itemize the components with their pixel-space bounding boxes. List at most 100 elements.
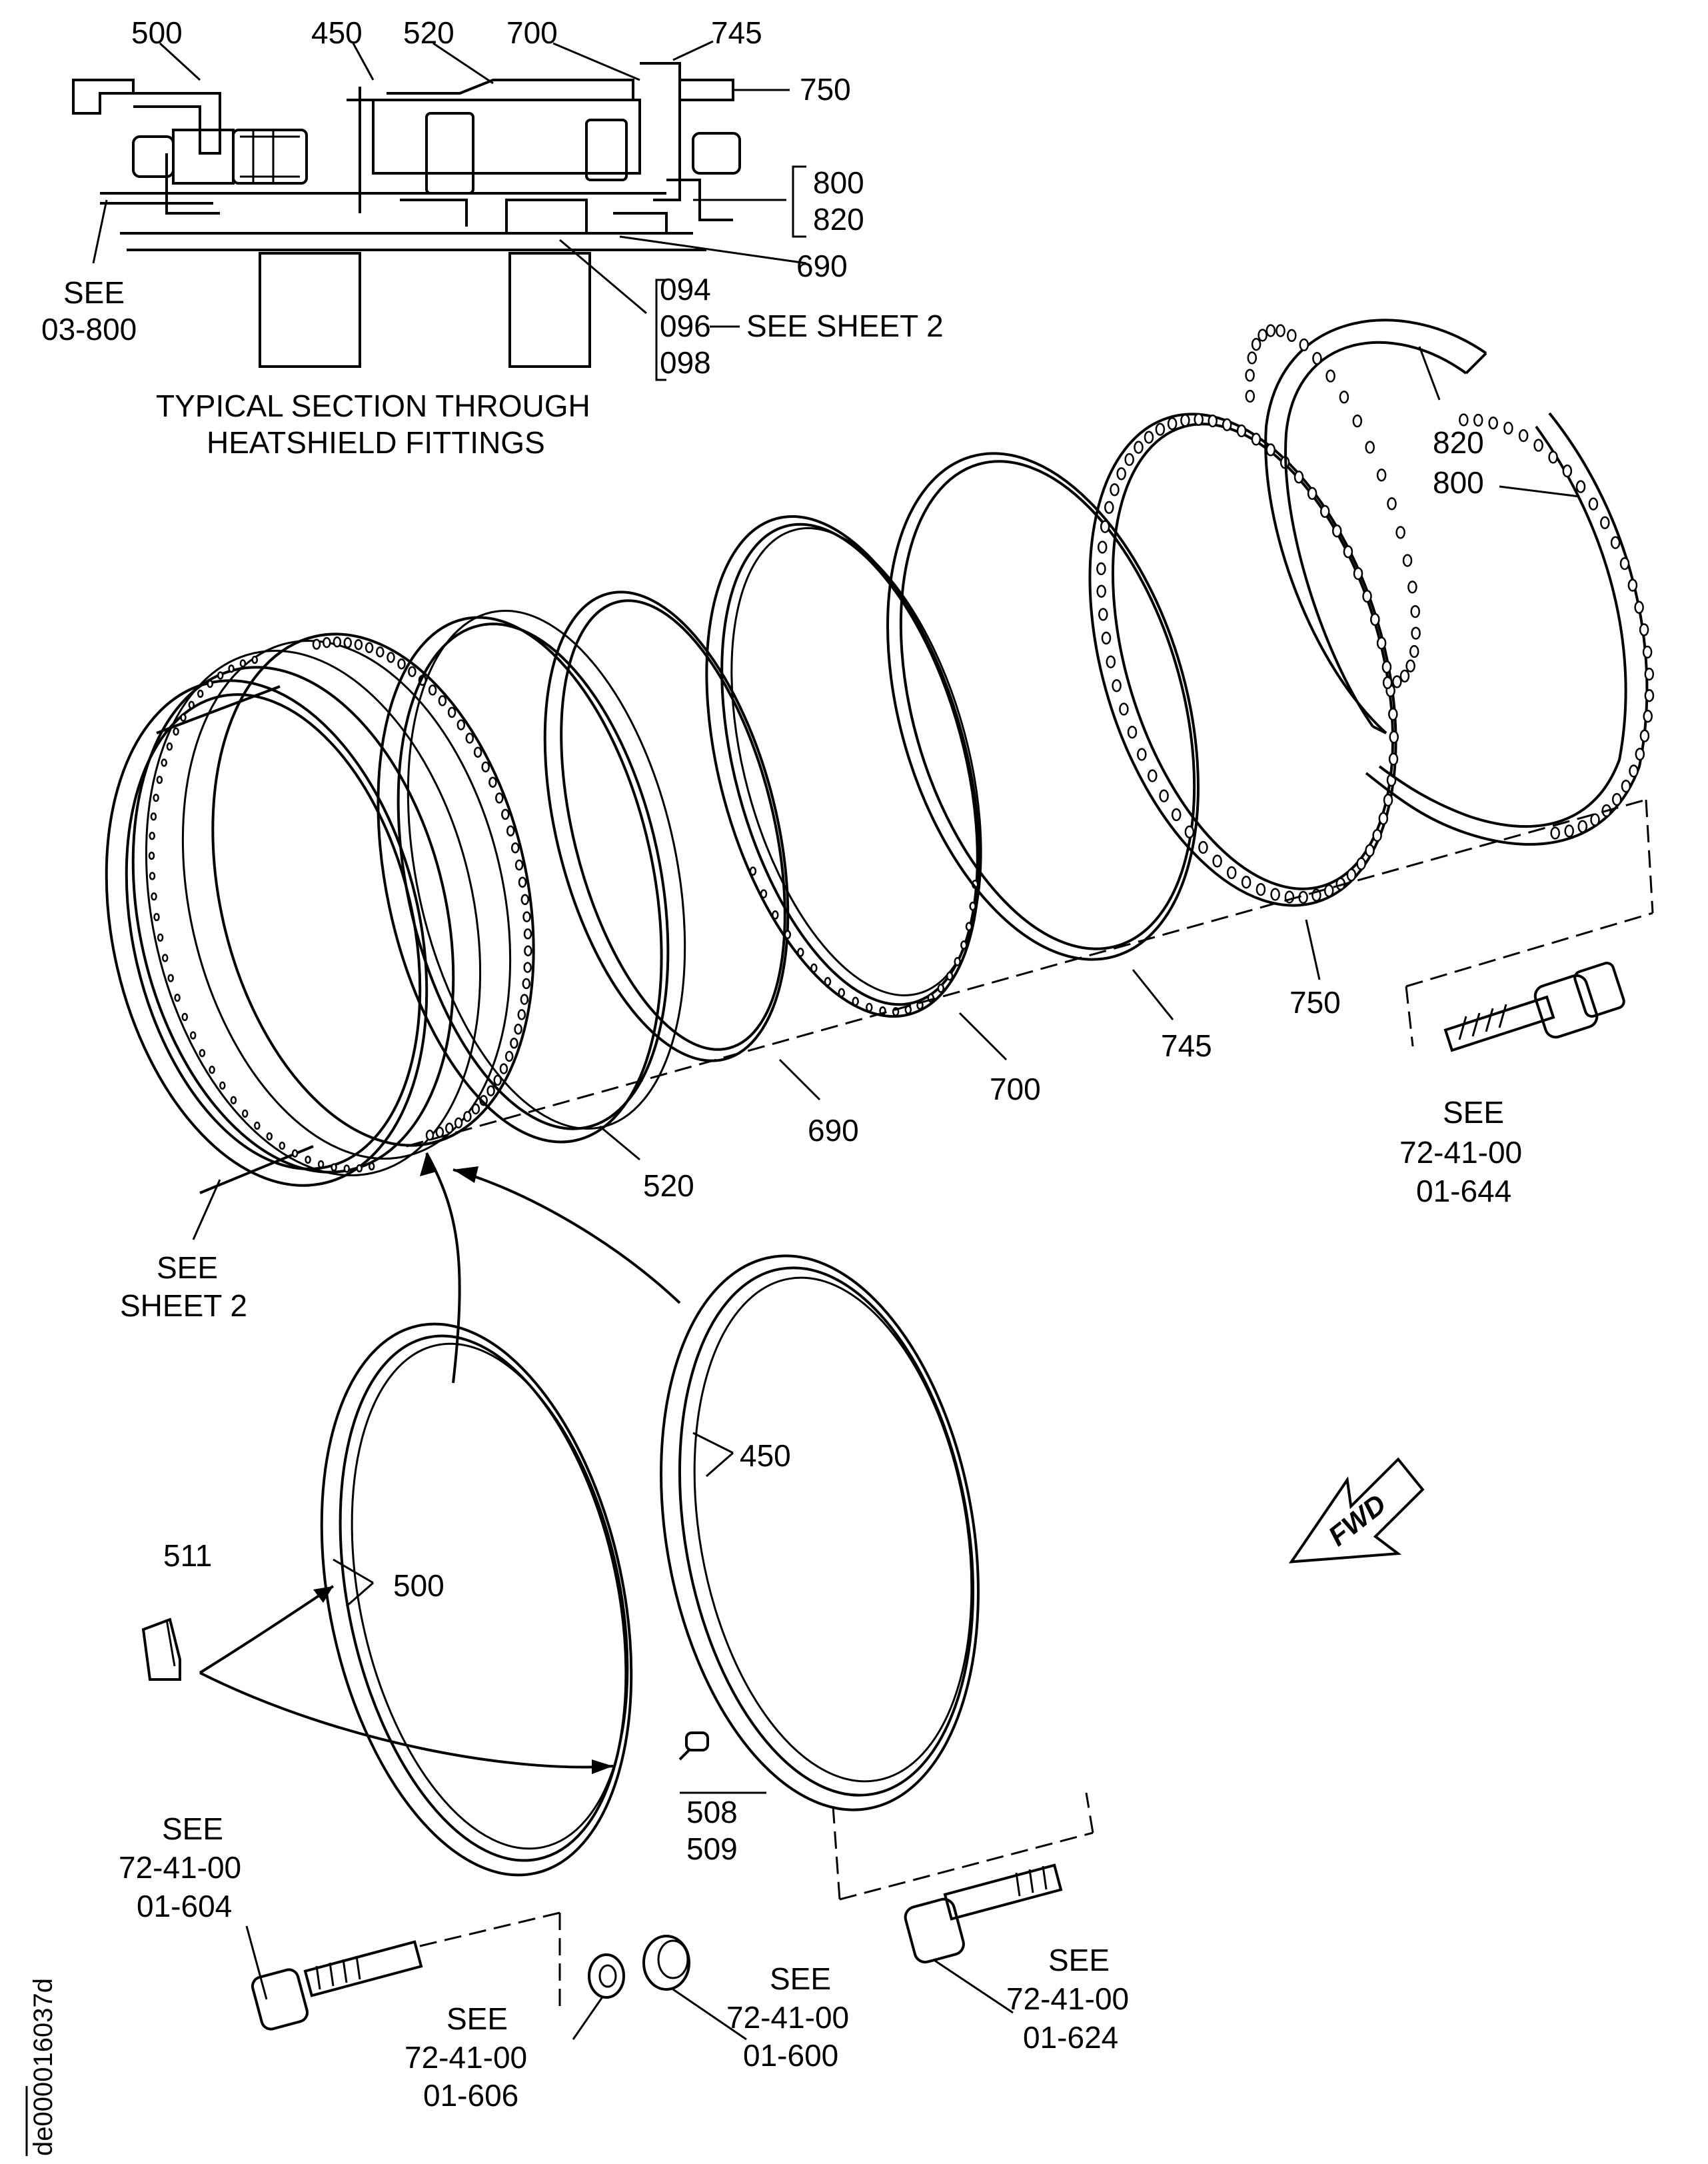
mounting-hole <box>1562 465 1573 478</box>
mounting-hole <box>1112 679 1122 692</box>
segment-800-holes <box>1459 413 1655 840</box>
mounting-hole <box>524 945 532 956</box>
mounting-hole <box>1376 636 1387 650</box>
mounting-hole <box>1564 824 1574 838</box>
mounting-hole <box>1293 471 1304 484</box>
mounting-hole <box>506 825 515 837</box>
mounting-hole <box>174 993 181 1002</box>
mounting-hole <box>473 746 482 758</box>
mounting-hole <box>331 1163 337 1172</box>
mounting-hole <box>228 664 235 673</box>
mounting-hole <box>1409 644 1419 658</box>
section-view <box>72 62 741 368</box>
mounting-hole <box>1287 329 1297 343</box>
mounting-hole <box>1258 329 1268 342</box>
item-800-label: 800 <box>1433 465 1484 500</box>
mounting-hole <box>1137 748 1147 761</box>
mounting-hole <box>1148 769 1158 782</box>
ref-604-line-1: SEE <box>162 1811 223 1846</box>
ref-624-line-2: 72-41-00 <box>1006 1981 1129 2016</box>
segment-820 <box>1264 319 1487 734</box>
mounting-hole <box>969 901 976 911</box>
ref-606-line-2: 72-41-00 <box>405 2040 527 2075</box>
mounting-hole <box>937 984 945 993</box>
mounting-hole <box>1575 480 1586 493</box>
mounting-hole <box>456 719 466 730</box>
mounting-hole <box>333 636 342 648</box>
mounting-hole <box>1619 556 1630 570</box>
mounting-hole <box>305 1155 311 1164</box>
mounting-hole <box>447 706 456 718</box>
mounting-hole <box>153 793 159 802</box>
ring-690 <box>543 590 790 1062</box>
ref-624-line-3: 01-624 <box>1023 2020 1118 2055</box>
mounting-hole <box>1247 351 1258 365</box>
mounting-hole <box>1459 413 1469 427</box>
mounting-hole <box>1236 424 1247 438</box>
mounting-hole <box>1376 469 1387 482</box>
mounting-hole <box>1346 868 1357 882</box>
mounting-hole <box>254 1121 261 1130</box>
mounting-hole <box>230 1096 237 1104</box>
mounting-hole <box>1590 813 1600 826</box>
mounting-hole <box>1372 828 1382 842</box>
see-sheet2-line-1: SEE <box>157 1250 218 1285</box>
mounting-hole <box>495 792 504 804</box>
section-title-line-2: HEATSHIELD FITTINGS <box>207 425 545 460</box>
mounting-hole <box>1198 840 1208 854</box>
mounting-hole <box>1642 645 1653 659</box>
mounting-hole <box>1245 389 1256 403</box>
mounting-hole <box>1159 789 1169 802</box>
section-callout-096: 096 <box>660 309 711 343</box>
mounting-hole <box>1101 631 1112 645</box>
section-callout-500: 500 <box>131 15 183 50</box>
mounting-hole <box>149 872 156 880</box>
mounting-hole <box>1251 338 1262 351</box>
see-sheet-2-note: SEE SHEET 2 <box>746 309 944 343</box>
mounting-hole <box>1621 779 1631 793</box>
section-callout-094: 094 <box>660 272 711 307</box>
mounting-hole <box>425 1130 434 1141</box>
mounting-hole <box>520 994 529 1005</box>
mounting-hole <box>523 928 532 940</box>
mounting-hole <box>161 758 167 767</box>
section-callout-450: 450 <box>311 15 363 50</box>
section-see-label: SEE <box>63 275 125 310</box>
ring-520 <box>377 610 686 1144</box>
mounting-hole <box>166 742 173 751</box>
mounting-hole <box>343 1164 351 1173</box>
mounting-hole <box>499 1063 508 1074</box>
mounting-hole <box>852 996 859 1006</box>
mounting-hole <box>1167 417 1178 431</box>
mounting-hole <box>488 776 497 788</box>
item-690-label: 690 <box>808 1113 859 1148</box>
mounting-hole <box>1411 626 1421 640</box>
mounting-hole <box>376 646 385 658</box>
mounting-hole <box>1319 505 1330 519</box>
mounting-hole <box>797 948 804 957</box>
assembly-axis <box>406 798 1647 1148</box>
mounting-hole <box>1251 433 1262 446</box>
mounting-hole <box>493 1074 502 1086</box>
mounting-hole <box>1356 857 1366 870</box>
item-820-label: 820 <box>1433 425 1484 460</box>
mounting-hole <box>1392 675 1402 688</box>
mounting-hole <box>197 689 204 698</box>
install-arrows <box>199 1152 681 1774</box>
mounting-hole <box>749 866 757 876</box>
mounting-hole <box>965 922 973 932</box>
ref-604-line-2: 72-41-00 <box>119 1850 241 1885</box>
mounting-hole <box>209 1066 215 1074</box>
section-callout-820: 820 <box>813 202 864 237</box>
mounting-hole <box>1639 623 1649 636</box>
mounting-hole <box>438 695 447 706</box>
ref-604-line-3: 01-604 <box>137 1889 232 1923</box>
mounting-hole <box>239 659 247 668</box>
mounting-hole <box>1100 520 1110 533</box>
mounting-hole <box>501 808 510 820</box>
mounting-hole <box>157 933 164 942</box>
mounting-hole <box>463 1111 472 1122</box>
mounting-hole <box>1134 441 1144 454</box>
mounting-hole <box>1270 888 1280 901</box>
